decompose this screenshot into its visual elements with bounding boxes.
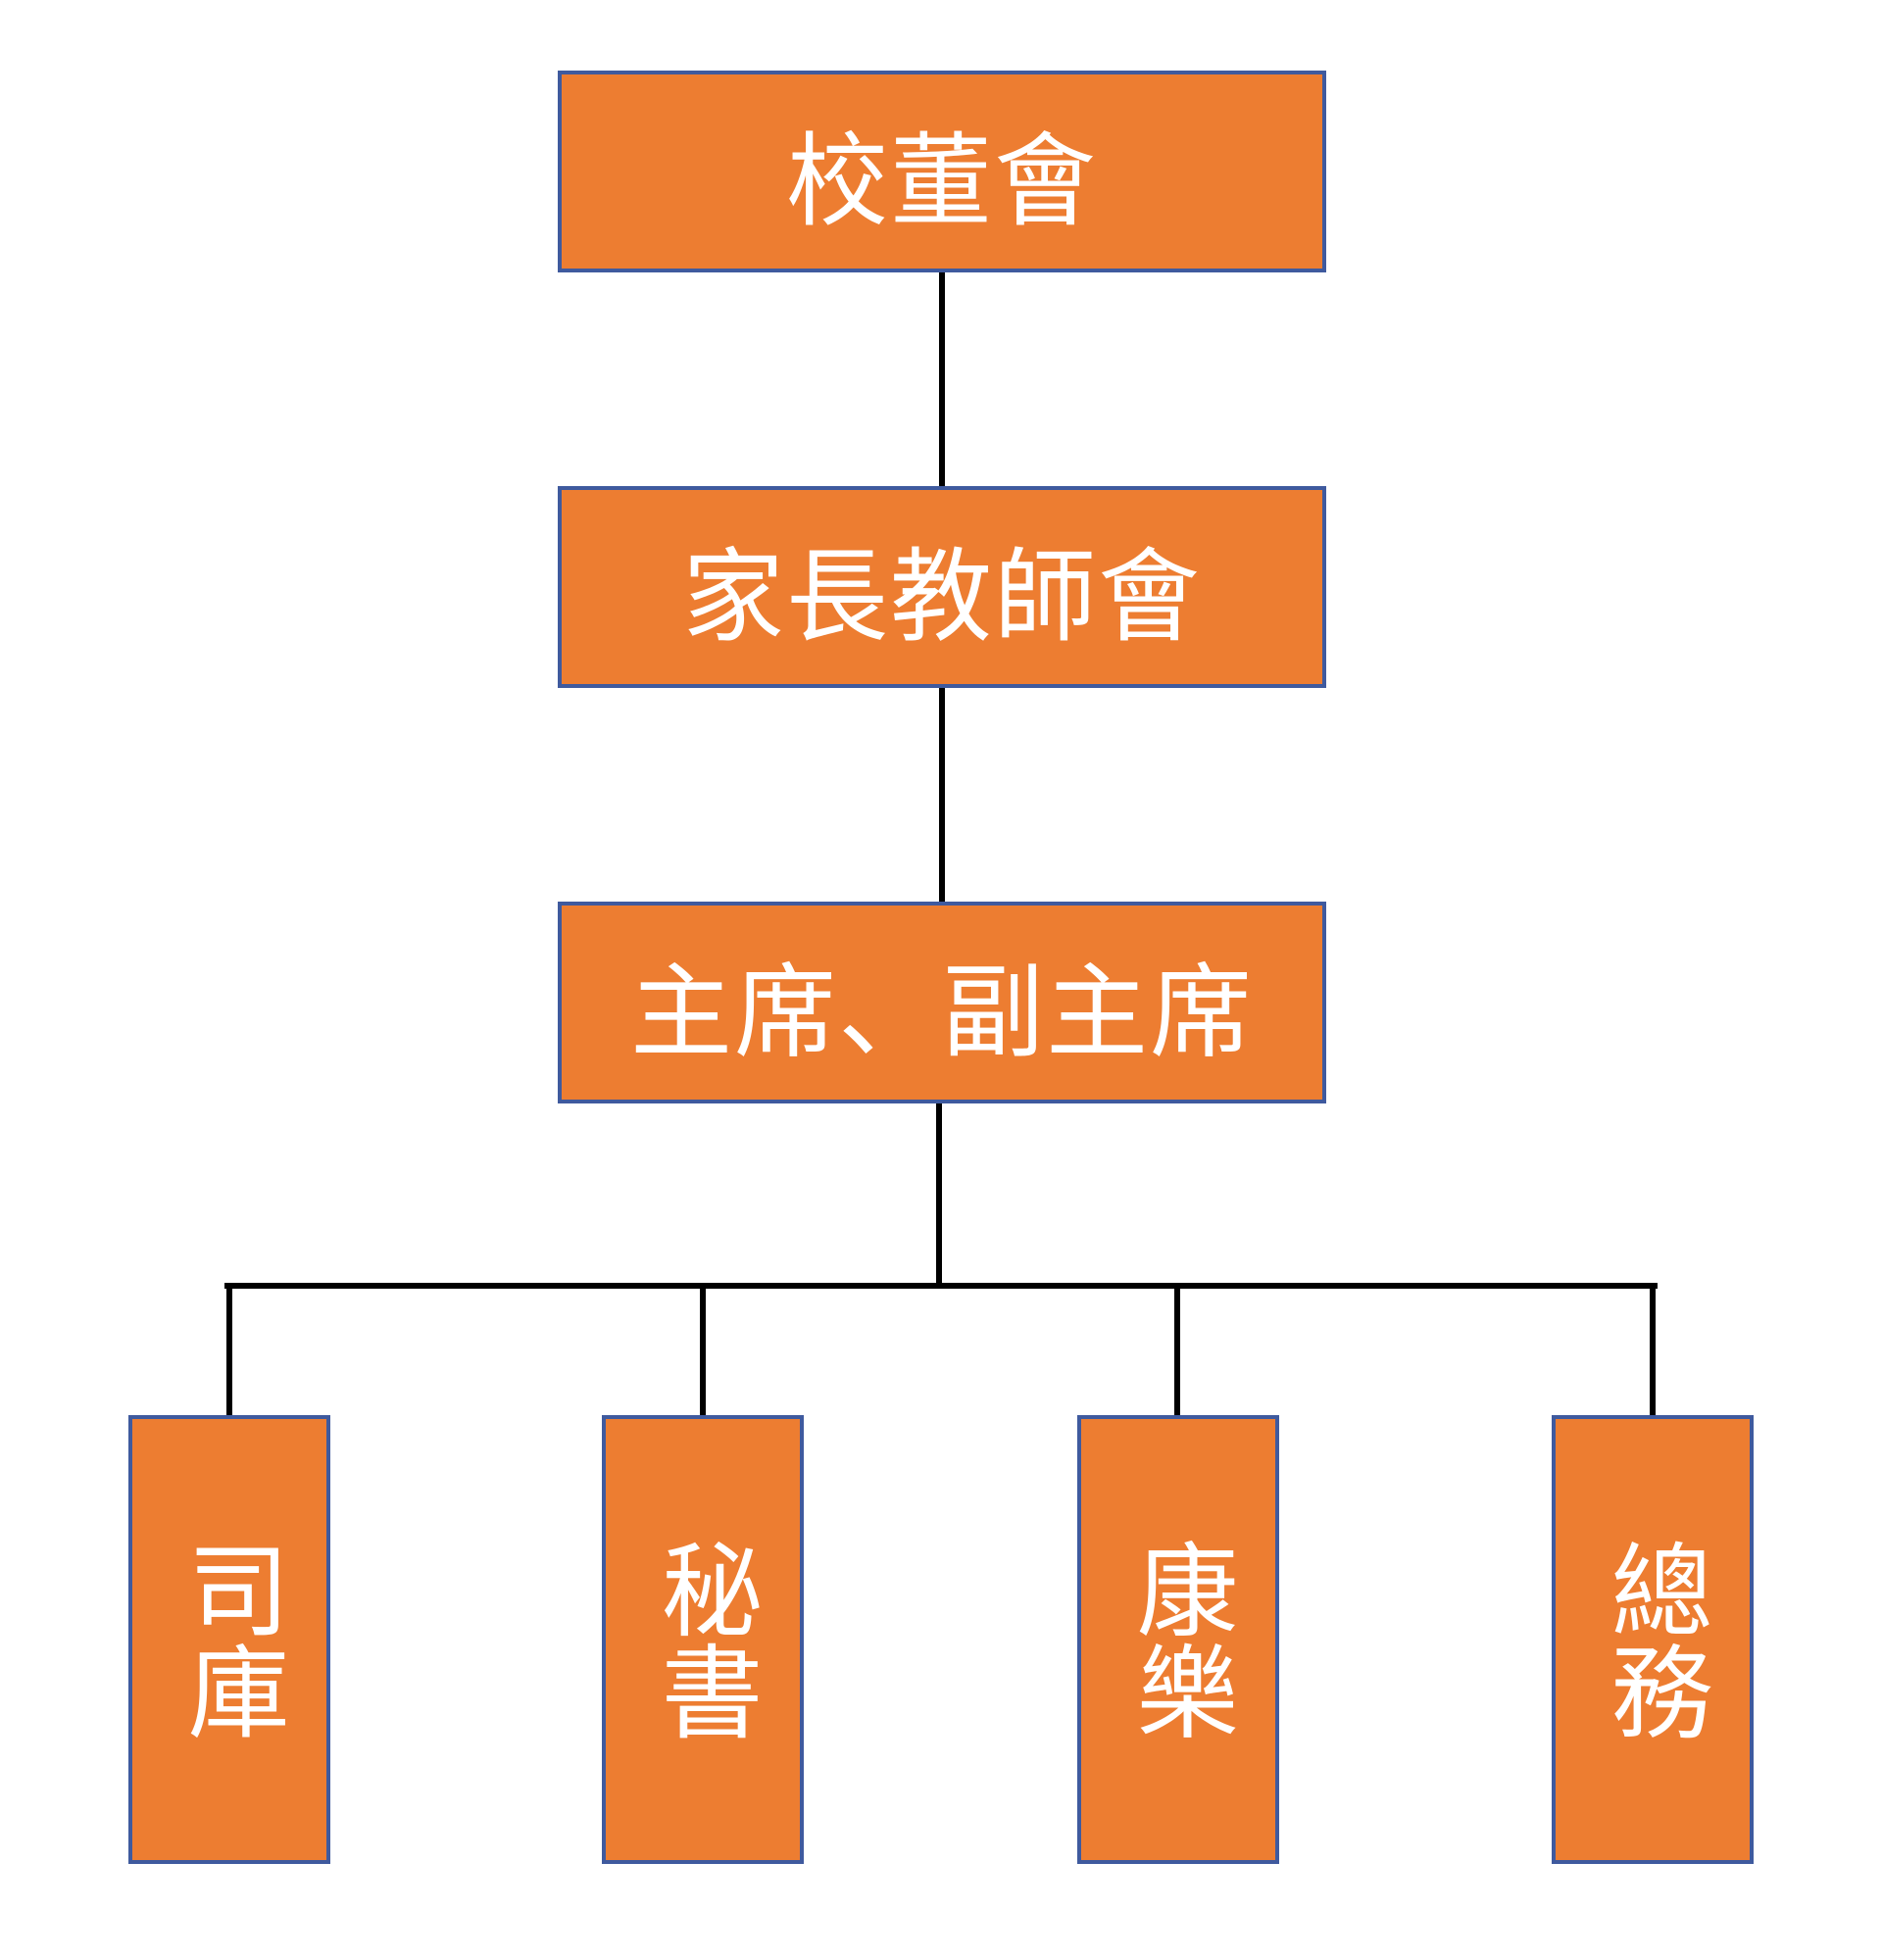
node-treasurer-label: 司庫 — [170, 1538, 289, 1741]
node-chair-vice-chair: 主席、副主席 — [558, 902, 1326, 1103]
node-secretary-label: 秘書 — [643, 1538, 763, 1741]
node-general-affairs-label: 總務 — [1593, 1538, 1712, 1741]
node-general-affairs: 總務 — [1552, 1415, 1754, 1864]
node-parent-teacher-association: 家長教師會 — [558, 486, 1326, 688]
node-recreation-label: 康樂 — [1118, 1538, 1238, 1741]
node-school-board: 校董會 — [558, 71, 1326, 272]
node-treasurer: 司庫 — [128, 1415, 330, 1864]
node-chair-vice-chair-label: 主席、副主席 — [629, 952, 1254, 1072]
node-recreation: 康樂 — [1077, 1415, 1279, 1864]
node-school-board-label: 校董會 — [785, 121, 1098, 241]
node-parent-teacher-association-label: 家長教師會 — [681, 536, 1202, 657]
node-secretary: 秘書 — [602, 1415, 804, 1864]
